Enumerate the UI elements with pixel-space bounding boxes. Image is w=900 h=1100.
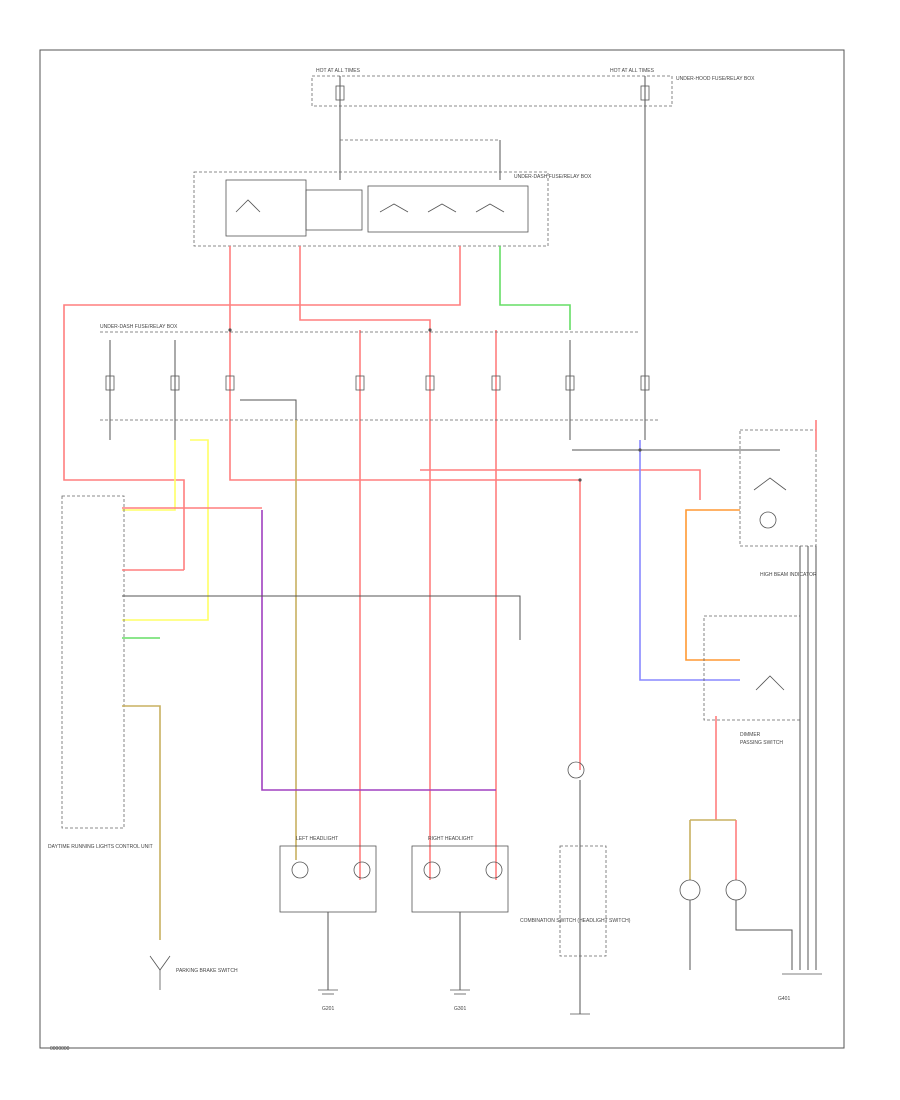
fuse-icon: [105, 375, 115, 391]
relay-box-outline: [193, 171, 549, 247]
left-control-module: DAYTIME RUNNING LIGHTS CONTROL UNIT: [48, 495, 262, 940]
left-module-label: DAYTIME RUNNING LIGHTS CONTROL UNIT: [48, 844, 153, 850]
bulb-icon: [485, 861, 503, 879]
fuse-box-top-label: UNDER-HOOD FUSE/RELAY BOX: [676, 76, 755, 82]
left-headlight: LEFT HEADLIGHT G201: [279, 836, 377, 1012]
diagram-id: 0000000: [50, 1046, 70, 1052]
high-beam-label: HIGH BEAM INDICATOR: [760, 572, 817, 578]
bulb-icon: [291, 861, 309, 879]
relay-box-label: UNDER-DASH FUSE/RELAY BOX: [514, 174, 592, 180]
combo-switch-outline: [739, 429, 817, 547]
center-switch-outline: [559, 845, 607, 957]
parking-brake-switch: PARKING BRAKE SWITCH: [149, 955, 238, 990]
rear-lamps: G401: [679, 546, 822, 1002]
fuse-icon: [355, 375, 365, 391]
center-switch: COMBINATION SWITCH (HEADLIGHT SWITCH): [520, 761, 631, 1015]
headlight-block: [411, 845, 509, 913]
under-hood-box: [311, 75, 673, 107]
combination-switch: HIGH BEAM INDICATOR: [739, 420, 817, 578]
switch-icon: [567, 761, 585, 779]
relay-icon: [305, 189, 363, 231]
bulb-icon: [679, 879, 701, 901]
headlight-block: [279, 845, 377, 913]
relay-icon: [225, 179, 307, 237]
fuse-icon: [640, 375, 650, 391]
hot-label-left: HOT AT ALL TIMES: [316, 68, 361, 74]
right-headlight: RIGHT HEADLIGHT G301: [411, 836, 509, 1012]
bulb-icon: [725, 879, 747, 901]
fuse-icon: [425, 375, 435, 391]
combo-switch-label: COMBINATION SWITCH (HEADLIGHT SWITCH): [520, 918, 631, 924]
ground-right-label: G401: [778, 996, 790, 1002]
top-power-feeds: HOT AT ALL TIMES HOT AT ALL TIMES UNDER-…: [311, 68, 755, 340]
fuse-icon: [640, 85, 650, 101]
ground-left-label: G201: [322, 1006, 334, 1012]
dimmer-outline: [703, 615, 801, 721]
bulb-icon: [423, 861, 441, 879]
indicator-bulb-icon: [759, 511, 777, 529]
relay-icon: [367, 185, 529, 233]
relay-box: UNDER-DASH FUSE/RELAY BOX: [193, 171, 592, 247]
diagram-frame: [39, 49, 845, 1049]
right-headlight-label: RIGHT HEADLIGHT: [428, 836, 473, 842]
red-bus: [63, 246, 701, 880]
fuse-icon: [565, 375, 575, 391]
fuse-icon: [170, 375, 180, 391]
bulb-icon: [353, 861, 371, 879]
dimmer-label: DIMMER: [740, 732, 761, 738]
dimmer-switch: DIMMER PASSING SWITCH: [703, 615, 801, 746]
fuse-icon: [225, 375, 235, 391]
control-module-outline: [61, 495, 125, 829]
passing-label: PASSING SWITCH: [740, 740, 783, 746]
left-headlight-label: LEFT HEADLIGHT: [296, 836, 338, 842]
fuse-icon: [491, 375, 501, 391]
fuse-icon: [335, 85, 345, 101]
parking-brake-label: PARKING BRAKE SWITCH: [176, 968, 238, 974]
ground-mid-label: G301: [454, 1006, 466, 1012]
hot-label-right: HOT AT ALL TIMES: [610, 68, 655, 74]
fuse-row: UNDER-DASH FUSE/RELAY BOX: [100, 324, 660, 440]
fuse-box-mid-label: UNDER-DASH FUSE/RELAY BOX: [100, 324, 178, 330]
